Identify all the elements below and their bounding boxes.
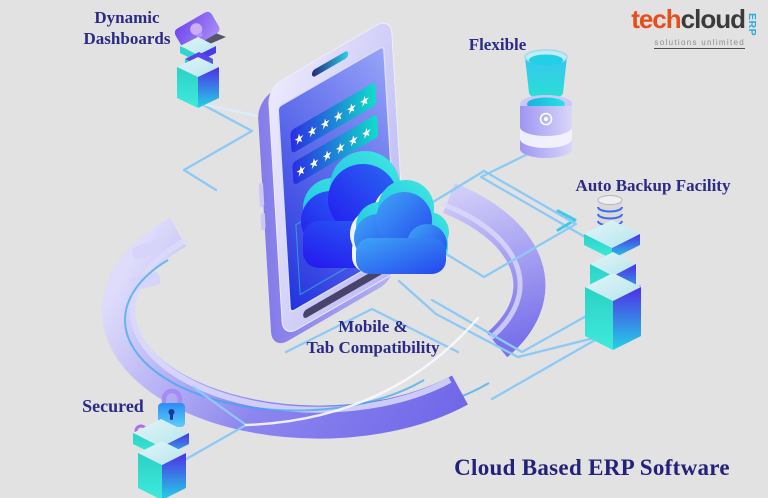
label-line: Secured [82,396,144,416]
target-circle-icon [539,112,553,126]
label-line: Flexible [468,35,527,54]
flexible-jar-icon [520,49,572,158]
label-line: Dynamic [94,8,160,27]
phone-speaker [311,51,349,77]
feature-label-flexible: Flexible [440,34,555,55]
phone-side-button [260,212,266,231]
ring-graphic [101,183,546,439]
logo-text-tech: tech [631,4,681,34]
logo-text-erp: ERP [746,13,758,37]
feature-label-mobile-tab: Mobile & Tab Compatibility [300,316,446,359]
label-line: Tab Compatibility [306,338,440,358]
label-line: Mobile & [338,317,408,336]
swoosh-line [244,316,480,427]
padlock-pillar-icon [133,388,189,498]
logo-tagline: solutions unlimited [654,38,745,49]
database-icon [597,195,623,227]
dashboard-pillar-icon [174,11,226,108]
dashboard-card-icon [174,11,220,50]
phone-bottom-slot [303,266,385,318]
feature-label-secured: Secured [55,395,171,418]
label-line: Dashboards [83,29,171,49]
label-line: Auto Backup Facility [575,176,731,195]
page-title: Cloud Based ERP Software [454,455,730,480]
phone-side-button [258,182,265,208]
backup-tower-icon [584,195,641,350]
cloud-icon [350,180,449,274]
feature-label-dynamic-dashboards: Dynamic Dashboards [70,7,184,50]
logo-text-cloud: cloud [680,4,746,34]
feature-label-auto-backup: Auto Backup Facility [558,175,748,196]
